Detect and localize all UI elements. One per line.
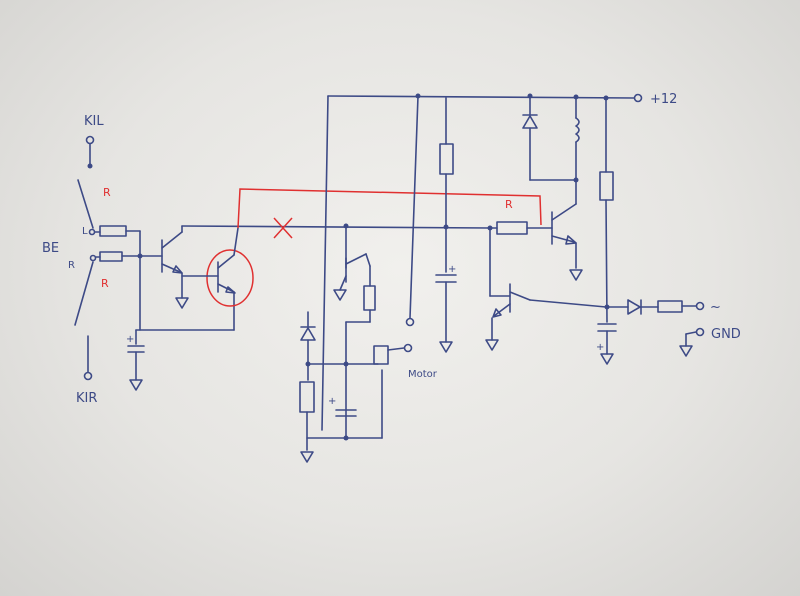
- transistor-q4: [551, 203, 583, 281]
- junction-dot: [343, 435, 349, 441]
- be-label: BE: [42, 241, 59, 256]
- motor-label: Motor: [408, 369, 438, 380]
- transistor-q2-circled: [181, 227, 254, 307]
- resistor-q3: [345, 265, 376, 439]
- switch-be: [74, 179, 97, 326]
- cap-plus-mid: +: [448, 264, 456, 275]
- junction-dot: [443, 224, 449, 230]
- plus12-terminal: [633, 93, 643, 103]
- capacitor-mid: [435, 274, 457, 353]
- transistor-q3: [333, 253, 371, 301]
- l-label: L: [82, 226, 88, 237]
- left-vertical-wire: [321, 95, 329, 431]
- motor-contact: [373, 343, 413, 365]
- input-resistor-bottom: [95, 251, 141, 262]
- cap-plus-lower: +: [328, 396, 336, 407]
- red-correction-wire: [237, 188, 542, 229]
- capacitor-output: [597, 323, 617, 365]
- kr-terminal: [83, 335, 93, 381]
- kr-label: KIR: [76, 391, 97, 406]
- cap-plus-output: +: [596, 342, 604, 353]
- red-r-label-bottom: R: [101, 277, 109, 290]
- ground-symbol: [175, 297, 189, 309]
- gnd-terminal: [679, 327, 705, 357]
- output-chain: [606, 299, 705, 315]
- resistor-base-right: [489, 221, 553, 235]
- r-label: R: [68, 260, 75, 271]
- diode-lower-left: [300, 311, 316, 381]
- junction-dot: [573, 177, 579, 183]
- input-resistor-top: [94, 225, 141, 237]
- red-r-label-top: R: [103, 186, 111, 199]
- capacitor-lower-mid: [335, 409, 357, 417]
- kl-label: KIL: [84, 114, 104, 129]
- signal-bus-wire: [181, 225, 491, 229]
- q5-collector-wire: [529, 299, 607, 308]
- transistor-q5: [485, 283, 531, 351]
- kl-terminal: [85, 135, 95, 169]
- cap-plus-left: +: [126, 334, 134, 345]
- capacitor-left: [127, 329, 145, 391]
- diode-top-right: [522, 95, 577, 181]
- transistor-q1: [161, 231, 183, 274]
- motor-line-wire: [409, 95, 419, 319]
- relay-coil: [575, 96, 580, 205]
- resistor-right-column: [599, 97, 614, 323]
- ac-tilde-label: ~: [710, 300, 721, 315]
- resistor-lower-left: [299, 381, 315, 463]
- plus12-rail: [327, 95, 635, 99]
- plus12-label: +12: [650, 92, 677, 107]
- gnd-label: GND: [711, 327, 741, 342]
- cut-mark-x: [273, 217, 293, 239]
- resistor-column-mid: [439, 97, 454, 273]
- red-r-label-right: R: [505, 198, 513, 211]
- terminal-node: [405, 317, 415, 327]
